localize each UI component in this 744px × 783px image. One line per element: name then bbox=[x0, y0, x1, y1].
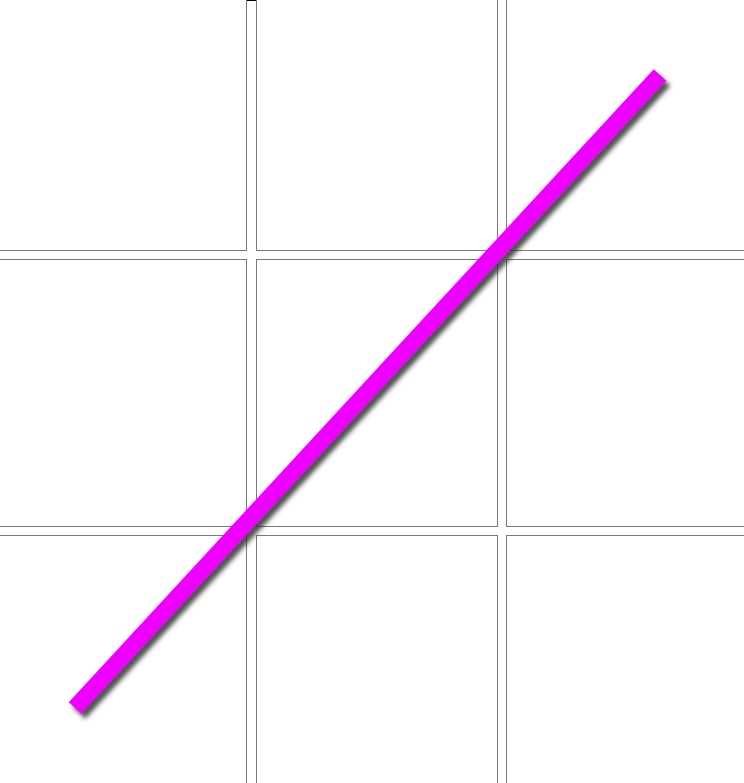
board-cell-r2-c3[interactable] bbox=[506, 259, 744, 527]
board-cell-r2-c1[interactable] bbox=[0, 259, 247, 527]
board-corner-mark bbox=[247, 0, 256, 1]
board-cell-r1-c2[interactable] bbox=[256, 0, 498, 251]
board-cell-r3-c2[interactable] bbox=[256, 535, 498, 783]
board-cell-r3-c3[interactable] bbox=[506, 535, 744, 783]
board-cell-r1-c1[interactable] bbox=[0, 0, 247, 251]
winning-line bbox=[68, 69, 667, 714]
